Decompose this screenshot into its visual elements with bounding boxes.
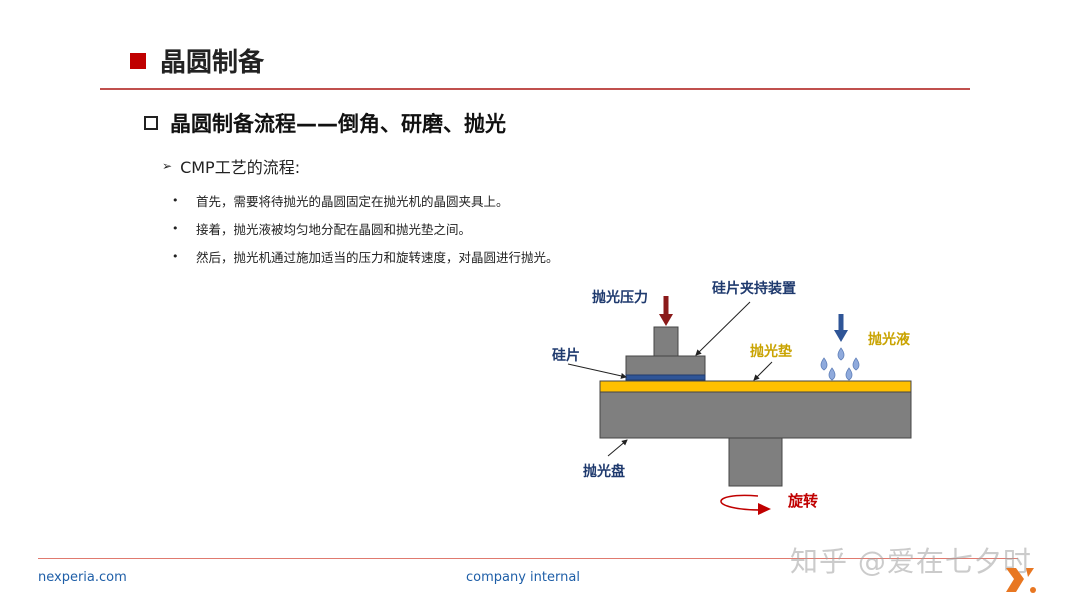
pad-leader	[753, 361, 773, 381]
bullet-list: • 首先，需要将待抛光的晶圆固定在抛光机的晶圆夹具上。 • 接着，抛光液被均匀地分配…	[172, 186, 559, 270]
label-pressure: 抛光压力	[592, 289, 648, 306]
platen-shaft	[728, 437, 783, 487]
platen-body	[599, 391, 912, 439]
section-heading: ➢ CMP工艺的流程:	[162, 154, 300, 178]
bullet-text: 然后，抛光机通过施加适当的压力和旋转速度，对晶圆进行抛光。	[196, 249, 559, 265]
bullet-dot-icon: •	[172, 249, 179, 263]
nexperia-logo-icon	[1006, 568, 1036, 593]
polishing-pad	[599, 380, 912, 393]
holder-head	[625, 355, 706, 376]
bullet-dot-icon: •	[172, 193, 179, 207]
list-item: • 接着，抛光液被均匀地分配在晶圆和抛光垫之间。	[172, 214, 559, 242]
label-holder: 硅片夹持装置	[712, 280, 796, 297]
wafer-leader	[567, 363, 627, 379]
rotation-arrow-icon	[720, 494, 763, 511]
list-item: • 首先，需要将待抛光的晶圆固定在抛光机的晶圆夹具上。	[172, 186, 559, 214]
subtitle: 晶圆制备流程——倒角、研磨、抛光	[144, 108, 506, 138]
footer-classification: company internal	[466, 570, 580, 585]
bullet-text: 接着，抛光液被均匀地分配在晶圆和抛光垫之间。	[196, 221, 472, 237]
label-pad: 抛光垫	[750, 343, 792, 360]
list-item: • 然后，抛光机通过施加适当的压力和旋转速度，对晶圆进行抛光。	[172, 242, 559, 270]
bullet-dot-icon: •	[172, 221, 179, 235]
bullet-text: 首先，需要将待抛光的晶圆固定在抛光机的晶圆夹具上。	[196, 193, 509, 209]
platen-leader	[607, 439, 628, 457]
footer-divider	[38, 558, 1018, 559]
holder-post	[653, 326, 679, 357]
footer-site: nexperia.com	[38, 570, 127, 585]
holder-leader	[695, 301, 751, 356]
title-divider	[100, 88, 970, 90]
label-slurry: 抛光液	[868, 331, 911, 348]
rotation-arrowhead	[758, 503, 771, 515]
slide-title: 晶圆制备	[130, 42, 264, 79]
label-wafer: 硅片	[552, 347, 580, 364]
hollow-square-bullet-icon	[144, 116, 158, 130]
section-heading-text: CMP工艺的流程:	[180, 158, 301, 177]
cmp-diagram: 抛光压力 硅片夹持装置 硅片 抛光垫 抛光液 抛光盘 旋转	[552, 280, 912, 515]
subtitle-text: 晶圆制备流程——倒角、研磨、抛光	[170, 112, 506, 136]
slurry-drops-icon	[820, 347, 860, 381]
slurry-arrow-icon	[834, 330, 848, 342]
title-text: 晶圆制备	[160, 48, 265, 78]
watermark: 知乎 @爱在七夕时	[790, 545, 1032, 578]
title-square-icon	[130, 52, 146, 69]
wafer	[625, 374, 706, 381]
pressure-arrow-icon	[659, 314, 673, 326]
label-platen: 抛光盘	[583, 463, 625, 480]
label-rotation: 旋转	[787, 492, 818, 510]
arrow-bullet-icon: ➢	[162, 159, 173, 173]
